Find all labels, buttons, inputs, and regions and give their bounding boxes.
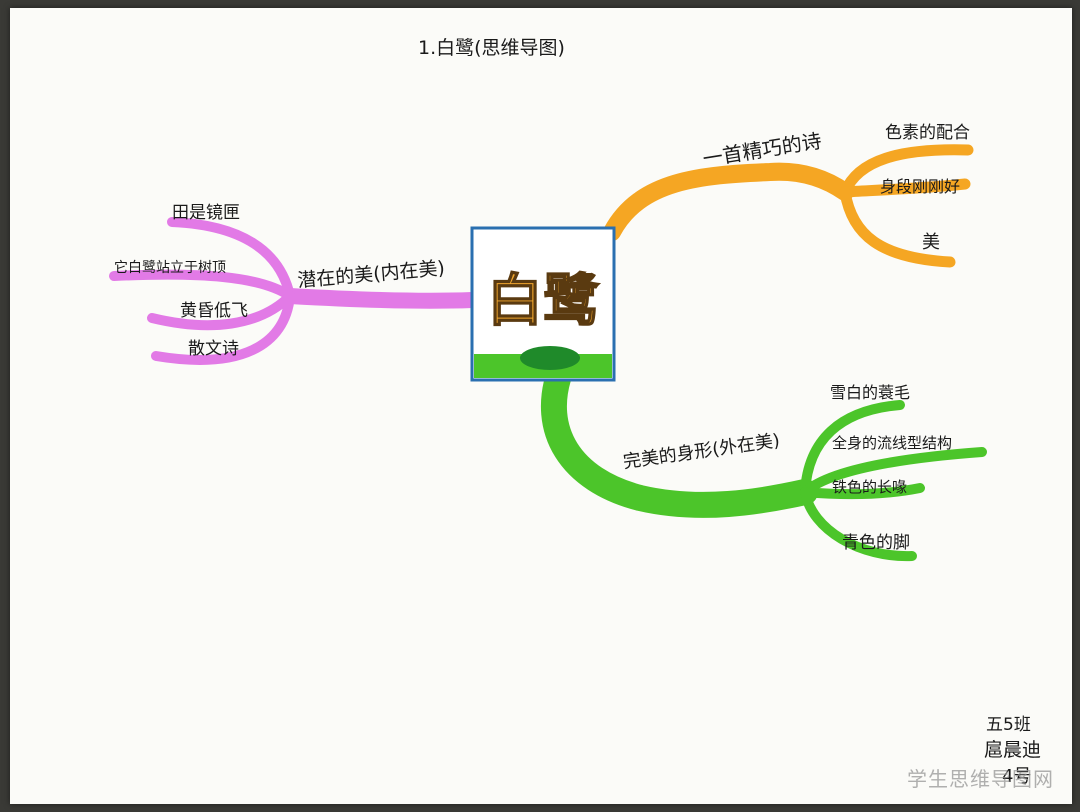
author-number: 4号 <box>1002 766 1031 787</box>
map-title: 1.白鹭(思维导图) <box>418 37 565 59</box>
watermark-text: 学生思维导图网 <box>907 767 1054 791</box>
branch-pink-sub-line-1 <box>167 217 295 301</box>
branch-green-label: 完美的身形(外在美) <box>622 430 781 473</box>
branch-orange-sub-line-3 <box>839 186 956 268</box>
branch-orange <box>603 144 974 268</box>
branch-orange-item-2: 身段刚刚好 <box>880 177 960 196</box>
branch-pink-item-1: 田是镜匣 <box>172 203 240 223</box>
branch-green-sub-line-2 <box>800 447 987 497</box>
branch-green-main-line <box>540 359 818 518</box>
branch-orange-sub-line-2 <box>839 178 971 198</box>
branch-green-item-4: 青色的脚 <box>842 533 910 553</box>
center-node-leaf-icon <box>520 346 580 370</box>
branch-pink-sub-line-4 <box>151 291 295 365</box>
branch-pink-item-2: 它白鹭站立于树顶 <box>114 259 226 276</box>
branch-pink-sub-line-2 <box>109 269 295 301</box>
center-node: 白鹭 <box>470 226 616 382</box>
branch-pink-item-3: 黄昏低飞 <box>180 301 248 321</box>
branch-green-sub-line-4 <box>800 487 917 562</box>
branch-orange-item-3: 美 <box>922 232 940 253</box>
branch-pink-item-4: 散文诗 <box>188 339 239 359</box>
center-node-label: 白鹭 <box>487 269 600 334</box>
branch-green <box>540 359 987 562</box>
author-class: 五5班 <box>986 715 1031 735</box>
branch-green-sub-line-3 <box>800 483 925 500</box>
branch-pink-main-line <box>282 288 480 309</box>
author-name: 扈晨迪 <box>984 739 1041 761</box>
branch-green-item-1: 雪白的蓑毛 <box>830 383 910 402</box>
branch-green-item-2: 全身的流线型结构 <box>832 434 952 452</box>
branch-pink <box>109 217 480 365</box>
branch-green-item-3: 铁色的长喙 <box>832 478 907 496</box>
branch-orange-sub-line-1 <box>839 144 974 198</box>
branch-orange-item-1: 色素的配合 <box>885 123 970 143</box>
branch-green-sub-line-1 <box>800 400 905 497</box>
branch-pink-label: 潜在的美(内在美) <box>297 257 446 292</box>
branch-orange-main-line <box>603 162 854 241</box>
branch-pink-sub-line-3 <box>147 291 295 331</box>
